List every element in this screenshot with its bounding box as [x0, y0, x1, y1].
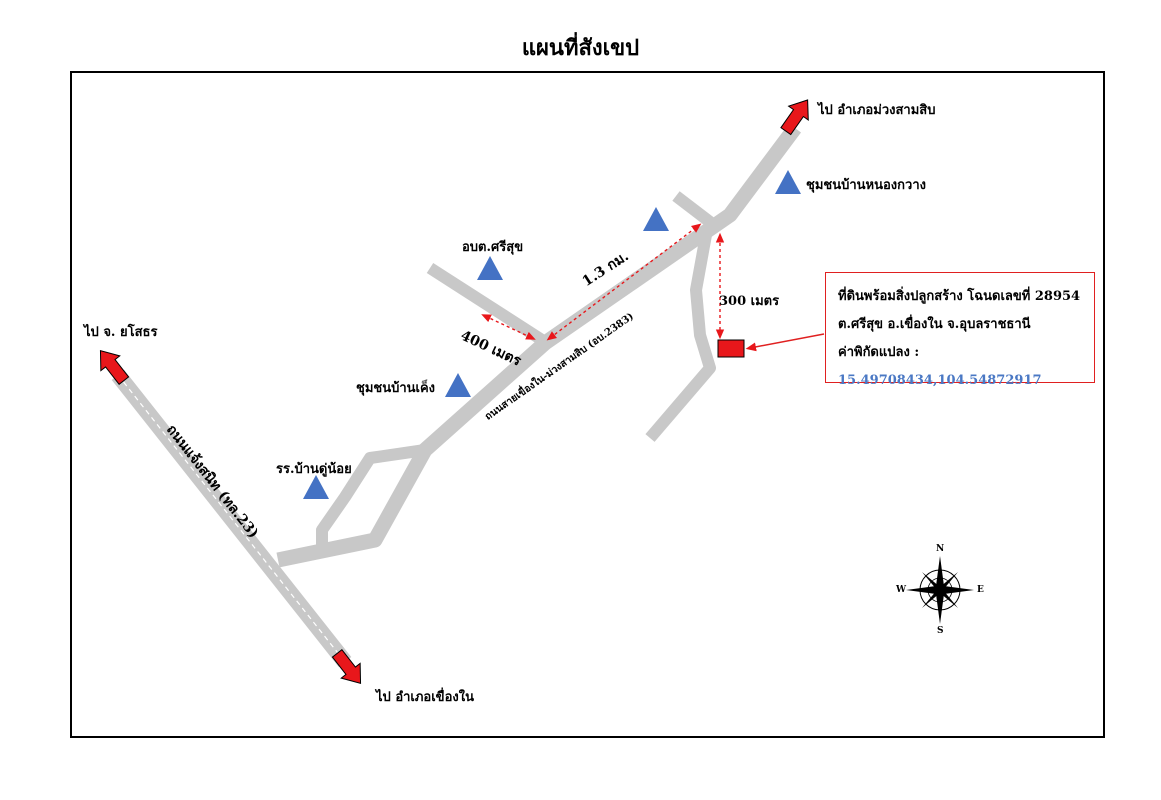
compass-west: W	[896, 585, 907, 595]
landmark-obt-icon[interactable]	[477, 256, 503, 280]
parcel-pointer-line	[745, 333, 825, 352]
label-to-khueang-nai: ไป อำเภอเขื่องใน	[376, 690, 474, 705]
landmark-school-icon[interactable]	[303, 475, 329, 499]
compass-south: S	[937, 626, 944, 636]
road-2383	[276, 123, 802, 568]
parcel-deed-line: ที่ดินพร้อมสิ่งปลูกสร้าง โฉนดเลขที่ 2895…	[838, 289, 1081, 304]
landmark-kaeng-icon[interactable]	[445, 373, 471, 397]
label-community-nong-kwang: ชุมชนบ้านหนองกวาง	[806, 178, 926, 193]
arrow-to-muang-sam-sip[interactable]	[776, 93, 817, 138]
coordinate-value[interactable]: 15.49708434,104.54872917	[838, 373, 1042, 388]
parcel-coordinate-line: ค่าพิกัดแปลง : 15.49708434,104.54872917	[838, 339, 1094, 395]
label-community-kaeng: ชุมชนบ้านเค็ง	[356, 381, 436, 396]
map-title: แผนที่สังเขป	[521, 35, 640, 61]
branch-road-junction	[672, 191, 714, 227]
landmark-nong-kwang-icon[interactable]	[775, 170, 801, 194]
land-parcel-marker[interactable]	[717, 339, 745, 358]
highway-23	[111, 370, 352, 667]
compass-east: E	[977, 585, 984, 595]
distance-marker-1-3km	[546, 223, 702, 341]
arrow-to-khueang-nai[interactable]	[328, 646, 370, 691]
label-to-yasothon: ไป จ. ยโสธร	[84, 325, 158, 340]
label-to-muang-sam-sip: ไป อำเภอม่วงสามสิบ	[818, 103, 936, 118]
side-loop-road	[316, 444, 426, 550]
coordinate-label: ค่าพิกัดแปลง :	[838, 345, 920, 360]
compass-rose-icon	[906, 556, 974, 624]
compass-north: N	[936, 544, 945, 554]
map-frame	[70, 71, 1105, 738]
parcel-location-line: ต.ศรีสุข อ.เขื่องใน จ.อุบลราชธานี	[838, 317, 1031, 332]
label-school-du-noi: รร.บ้านดู่น้อย	[276, 462, 352, 477]
landmark-junction-icon[interactable]	[643, 207, 669, 231]
parcel-info-box: ที่ดินพร้อมสิ่งปลูกสร้าง โฉนดเลขที่ 2895…	[825, 272, 1095, 388]
arrow-to-yasothon[interactable]	[91, 343, 133, 388]
label-obt-si-suk: อบต.ศรีสุข	[462, 240, 524, 255]
label-distance-300m: 300 เมตร	[719, 294, 780, 309]
distance-marker-400m	[481, 314, 536, 340]
